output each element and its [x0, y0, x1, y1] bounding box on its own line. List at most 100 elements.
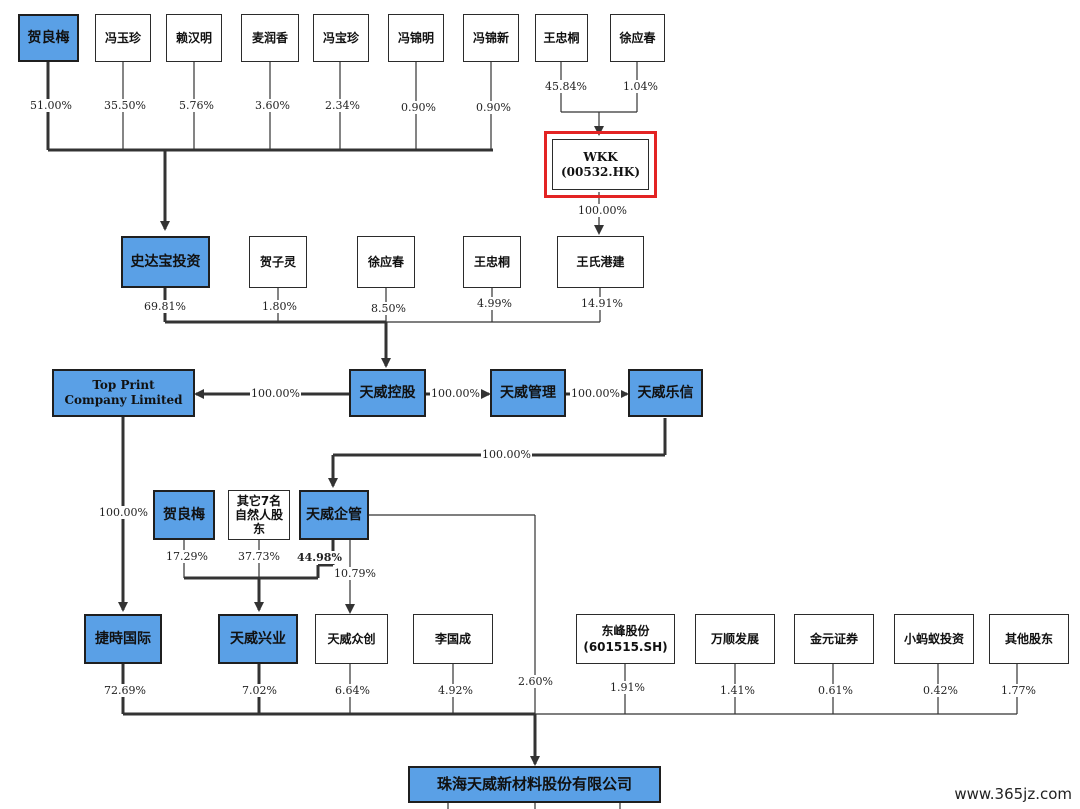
- company-jinyuan: 金元证券: [794, 614, 874, 664]
- pct-guanli-lexin: 100.00%: [570, 387, 621, 400]
- entity-name: 徐应春: [367, 254, 404, 269]
- entity-name: 小蚂蚁投资: [903, 631, 964, 646]
- pct-qiguan-direct: 2.60%: [517, 675, 554, 688]
- shareholder-he-liangmei-2: 贺良梅: [153, 490, 215, 540]
- pct-lai-hanming: 5.76%: [178, 99, 215, 112]
- entity-name: 天威兴业: [230, 630, 286, 647]
- entity-name: 金元证券: [809, 631, 858, 646]
- shareholder-li-guocheng: 李国成: [413, 614, 493, 664]
- pct-he-ziling: 1.80%: [261, 300, 298, 313]
- company-tianwei-guanli: 天威管理: [490, 369, 566, 417]
- pct-wang-zhongtong: 45.84%: [544, 80, 588, 93]
- entity-name: 天威控股: [359, 384, 416, 401]
- entity-name: 王氏港建: [576, 254, 625, 269]
- entity-name: 贺良梅: [27, 29, 70, 46]
- company-top-print: Top Print Company Limited: [52, 369, 195, 417]
- pct-feng-jinxin: 0.90%: [475, 101, 512, 114]
- pct-xingye: 7.02%: [241, 684, 278, 697]
- pct-jieshi: 72.69%: [103, 684, 147, 697]
- pct-wangshi-gangjian: 14.91%: [580, 297, 624, 310]
- entity-name: 麦润香: [251, 30, 288, 45]
- pct-feng-yuzhen: 35.50%: [103, 99, 147, 112]
- entity-name: 其他股东: [1004, 631, 1053, 646]
- entity-name: Top Print Company Limited: [64, 378, 183, 407]
- pct-top-print-jieshi: 100.00%: [98, 506, 149, 519]
- entity-name: 徐应春: [619, 30, 656, 45]
- entity-name: 冯宝珍: [322, 30, 359, 45]
- pct-qiguan-xingye: 44.98%: [296, 551, 343, 564]
- pct-others: 1.77%: [1000, 684, 1037, 697]
- entity-name: 赖汉明: [175, 30, 212, 45]
- entity-name: 冯锦新: [472, 30, 509, 45]
- shareholder-wang-zhongtong: 王忠桐: [535, 14, 588, 62]
- pct-konggu-top-print: 100.00%: [250, 387, 301, 400]
- company-tianwei-konggu: 天威控股: [349, 369, 426, 417]
- pct-xu-yingchun-2: 8.50%: [370, 302, 407, 315]
- shareholder-others-7: 其它7名 自然人股 东: [228, 490, 290, 540]
- pct-feng-baozhen: 2.34%: [324, 99, 361, 112]
- pct-zhongchuang: 6.64%: [334, 684, 371, 697]
- stock-code: (00532.HK): [560, 164, 641, 179]
- pct-lexin-qiguan: 100.00%: [481, 448, 532, 461]
- company-xiaomayi: 小蚂蚁投资: [894, 614, 974, 664]
- shareholder-feng-yuzhen: 冯玉珍: [95, 14, 151, 62]
- wkk-highlight-frame: [544, 131, 657, 198]
- company-tianwei-zhongchuang: 天威众创: [315, 614, 388, 664]
- shareholder-feng-jinxin: 冯锦新: [463, 14, 519, 62]
- company-jieshi: 捷時国际: [84, 614, 162, 664]
- company-wanshun: 万顺发展: [695, 614, 775, 664]
- pct-feng-jinming: 0.90%: [400, 101, 437, 114]
- pct-qiguan-zhongchuang: 10.79%: [333, 567, 377, 580]
- company-tianwei-xingye: 天威兴业: [218, 614, 298, 664]
- entity-name: 冯锦明: [397, 30, 434, 45]
- shareholder-lai-hanming: 赖汉明: [166, 14, 222, 62]
- shareholder-mai-runxiang: 麦润香: [241, 14, 299, 62]
- shareholder-feng-jinming: 冯锦明: [388, 14, 444, 62]
- pct-he-liangmei-2: 17.29%: [165, 550, 209, 563]
- shareholder-feng-baozhen: 冯宝珍: [313, 14, 369, 62]
- company-shidabao: 史达宝投资: [121, 236, 210, 288]
- pct-li-guocheng: 4.92%: [437, 684, 474, 697]
- entity-name: 天威众创: [327, 631, 376, 646]
- entity-name: 天威乐信: [637, 384, 694, 401]
- shareholder-he-ziling: 贺子灵: [249, 236, 307, 288]
- shareholder-others: 其他股东: [989, 614, 1069, 664]
- company-tianwei-qiguan: 天威企管: [299, 490, 369, 540]
- company-target-tianwei-xincailiao: 珠海天威新材料股份有限公司: [408, 766, 661, 803]
- entity-name: 珠海天威新材料股份有限公司: [436, 775, 632, 793]
- pct-others-7: 37.73%: [237, 550, 281, 563]
- watermark: www.365jz.com: [954, 785, 1072, 803]
- entity-name: 东峰股份 (601515.SH): [583, 624, 668, 654]
- pct-xiaomayi: 0.42%: [922, 684, 959, 697]
- shareholder-xu-yingchun: 徐应春: [610, 14, 665, 62]
- pct-shidabao: 69.81%: [143, 300, 187, 313]
- pct-mai-runxiang: 3.60%: [254, 99, 291, 112]
- pct-he-liangmei: 51.00%: [29, 99, 73, 112]
- entity-name: 捷時国际: [95, 630, 151, 647]
- entity-name: 史达宝投资: [130, 253, 201, 270]
- pct-wanshun: 1.41%: [719, 684, 756, 697]
- entity-name: 天威企管: [306, 506, 362, 523]
- shareholder-xu-yingchun-2: 徐应春: [357, 236, 415, 288]
- entity-name: 王忠桐: [473, 254, 510, 269]
- pct-xu-yingchun: 1.04%: [622, 80, 659, 93]
- company-tianwei-lexin: 天威乐信: [628, 369, 703, 417]
- entity-name: 王忠桐: [543, 30, 580, 45]
- company-wangshi-gangjian: 王氏港建: [557, 236, 644, 288]
- entity-name: 天威管理: [500, 384, 556, 401]
- pct-wkk-wangshi: 100.00%: [577, 204, 628, 217]
- pct-jinyuan: 0.61%: [817, 684, 854, 697]
- shareholder-he-liangmei: 贺良梅: [18, 14, 79, 62]
- pct-dongfeng: 1.91%: [609, 681, 646, 694]
- entity-name: 万顺发展: [710, 631, 759, 646]
- entity-name: 李国成: [434, 631, 471, 646]
- entity-name: 其它7名 自然人股 东: [234, 494, 283, 536]
- pct-konggu-guanli: 100.00%: [430, 387, 481, 400]
- entity-name: 贺子灵: [259, 254, 296, 269]
- entity-name: WKK: [583, 149, 618, 164]
- company-wkk: WKK (00532.HK): [552, 139, 649, 190]
- pct-wang-zhongtong-2: 4.99%: [476, 297, 513, 310]
- company-dongfeng: 东峰股份 (601515.SH): [576, 614, 675, 664]
- entity-name: 冯玉珍: [104, 30, 141, 45]
- shareholder-wang-zhongtong-2: 王忠桐: [463, 236, 521, 288]
